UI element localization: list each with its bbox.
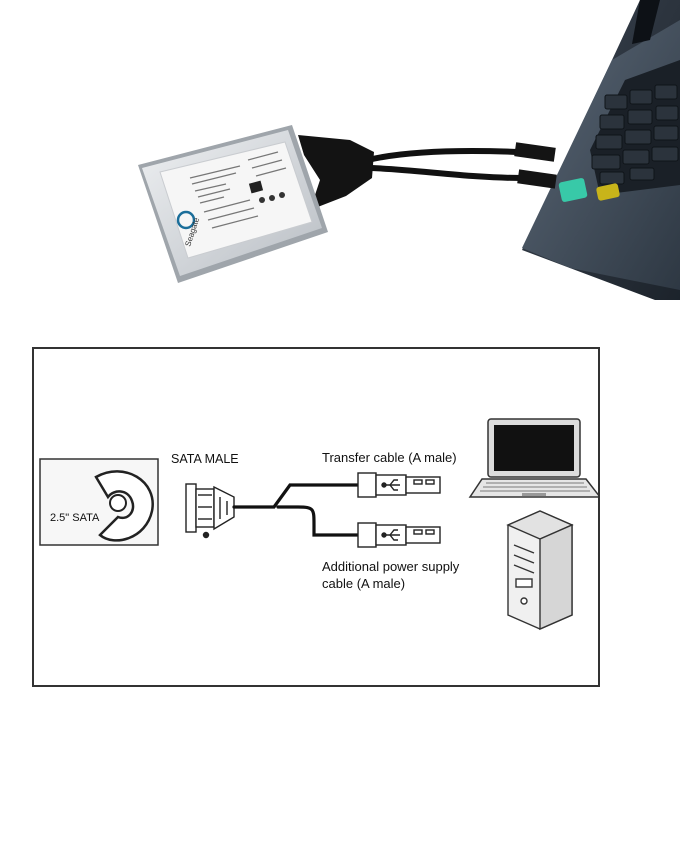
- power-cable-label-line1: Additional power supply: [322, 559, 460, 574]
- hdd-2-5-sata-icon: [39, 458, 159, 546]
- adapter-cables: [232, 483, 360, 537]
- diagram-drawing: [39, 418, 598, 631]
- usb-plug-power-icon: [357, 522, 441, 548]
- sata-male-connector-icon: [185, 483, 235, 539]
- laptop-icon: [468, 418, 598, 498]
- laptop-image: [522, 0, 680, 300]
- connection-diagram: SATA MALE Transfer cable (A male) Additi…: [32, 347, 600, 687]
- sata-male-label: SATA MALE: [171, 452, 239, 466]
- hdd-label: 2.5" SATA: [50, 512, 100, 524]
- transfer-cable-label: Transfer cable (A male): [322, 450, 457, 465]
- product-photo: Seagate: [138, 0, 680, 300]
- power-cable-label-line2: cable (A male): [322, 576, 406, 591]
- hard-drive-image: Seagate: [138, 125, 328, 283]
- usb-plug-transfer-icon: [357, 472, 441, 498]
- usb-cable-image: [365, 142, 557, 189]
- sata-connector-image: [298, 135, 374, 210]
- desktop-tower-icon: [506, 510, 574, 631]
